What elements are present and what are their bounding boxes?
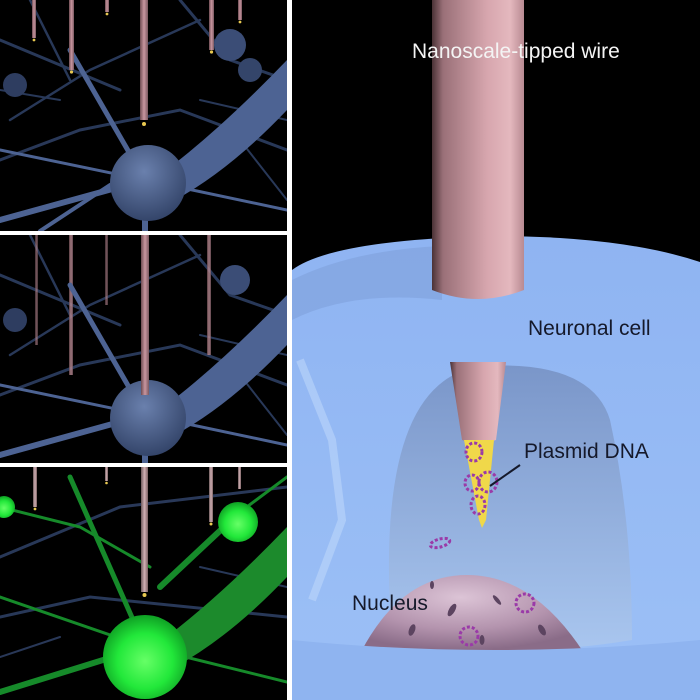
- fluorescent-neuron-illustration: [0, 467, 287, 699]
- nucleus: [362, 575, 582, 650]
- label-wire: Nanoscale-tipped wire: [412, 40, 620, 63]
- wire-tapered-section: [450, 362, 506, 443]
- neuron-soma: [110, 145, 186, 221]
- label-nucleus: Nucleus: [352, 592, 428, 615]
- inserted-nanowire: [141, 235, 149, 395]
- neuron-soma: [110, 380, 186, 456]
- panel-neurons-inserted: [0, 235, 287, 463]
- panel-main-cross-section: Nanoscale-tipped wire Neuronal cell Plas…: [292, 0, 700, 700]
- axon: [160, 60, 287, 200]
- glowing-soma: [218, 502, 258, 542]
- nuclear-pores: [408, 581, 546, 645]
- label-cell: Neuronal cell: [528, 317, 651, 340]
- neuron-network-illustration: [0, 235, 287, 463]
- nanowire-array: [32, 0, 242, 126]
- nanoscale-tipped-wire: [432, 0, 524, 299]
- nanowire-array: [33, 467, 241, 597]
- dna-leader-line: [489, 464, 521, 487]
- label-dna: Plasmid DNA: [524, 440, 649, 463]
- panel-neurons-before: [0, 0, 287, 231]
- glowing-soma-main: [103, 615, 187, 699]
- panel-neurons-fluorescent: [0, 467, 287, 700]
- nanowire-cell-cross-section: [292, 0, 700, 700]
- neuron-network-illustration: [0, 0, 287, 231]
- distant-soma: [214, 29, 246, 61]
- nanowire-array: [35, 235, 211, 375]
